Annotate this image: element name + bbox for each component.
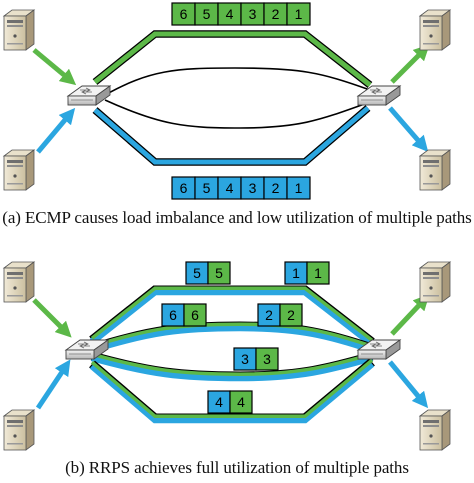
packet-label: 2	[272, 6, 280, 22]
packet-blue: 1	[286, 176, 311, 200]
packet-pair-green: 3	[255, 347, 279, 371]
packet-green: 2	[263, 2, 288, 26]
packet-blue: 6	[171, 176, 196, 200]
packet-label: 1	[292, 265, 300, 281]
packet-green: 1	[286, 2, 311, 26]
packet-green: 6	[171, 2, 196, 26]
packet-label: 6	[191, 307, 199, 323]
packet-pair-green: 4	[229, 390, 253, 414]
path-a-black-bottom	[104, 99, 371, 129]
packet-label: 1	[295, 6, 303, 22]
server-icon	[419, 149, 451, 191]
server-icon	[419, 261, 451, 303]
server-icon	[3, 409, 35, 451]
packet-label: 4	[226, 6, 234, 22]
packet-label: 4	[237, 394, 245, 410]
packet-blue: 3	[240, 176, 265, 200]
packet-label: 2	[272, 180, 280, 196]
packet-label: 6	[180, 6, 188, 22]
server-icon	[419, 409, 451, 451]
packet-pair-blue: 2	[257, 303, 281, 327]
packet-blue: 5	[194, 176, 219, 200]
packet-pair-green: 6	[183, 303, 207, 327]
packet-pair-green: 5	[207, 261, 231, 285]
switch-icon	[67, 85, 111, 106]
packet-label: 2	[287, 307, 295, 323]
packet-label: 5	[215, 265, 223, 281]
packet-pair-blue: 1	[284, 261, 308, 285]
path-a-black-top	[104, 67, 371, 96]
packet-pair-blue: 4	[207, 390, 231, 414]
packet-blue: 4	[217, 176, 242, 200]
packet-green: 4	[217, 2, 242, 26]
caption-a: (a) ECMP causes load imbalance and low u…	[2, 208, 472, 227]
packet-label: 5	[203, 180, 211, 196]
packet-pair-green: 2	[279, 303, 303, 327]
packet-label: 3	[249, 6, 257, 22]
packet-pair-blue: 5	[185, 261, 209, 285]
packet-label: 1	[295, 180, 303, 196]
packet-label: 1	[314, 265, 322, 281]
packet-label: 3	[249, 180, 257, 196]
switch-icon	[357, 85, 401, 106]
server-icon	[419, 9, 451, 51]
packet-label: 2	[265, 307, 273, 323]
packet-label: 3	[241, 351, 249, 367]
packet-blue: 2	[263, 176, 288, 200]
server-icon	[3, 149, 35, 191]
packet-label: 5	[203, 6, 211, 22]
server-icon	[3, 261, 35, 303]
packet-label: 5	[193, 265, 201, 281]
packet-green: 3	[240, 2, 265, 26]
packet-label: 3	[263, 351, 271, 367]
packet-label: 4	[215, 394, 223, 410]
caption-b: (b) RRPS achieves full utilization of mu…	[65, 458, 409, 477]
packet-green: 5	[194, 2, 219, 26]
packet-pair-blue: 6	[161, 303, 185, 327]
server-icon	[3, 9, 35, 51]
packet-label: 6	[180, 180, 188, 196]
packet-pair-green: 1	[306, 261, 330, 285]
packet-label: 4	[226, 180, 234, 196]
packet-pair-blue: 3	[233, 347, 257, 371]
packet-label: 6	[169, 307, 177, 323]
